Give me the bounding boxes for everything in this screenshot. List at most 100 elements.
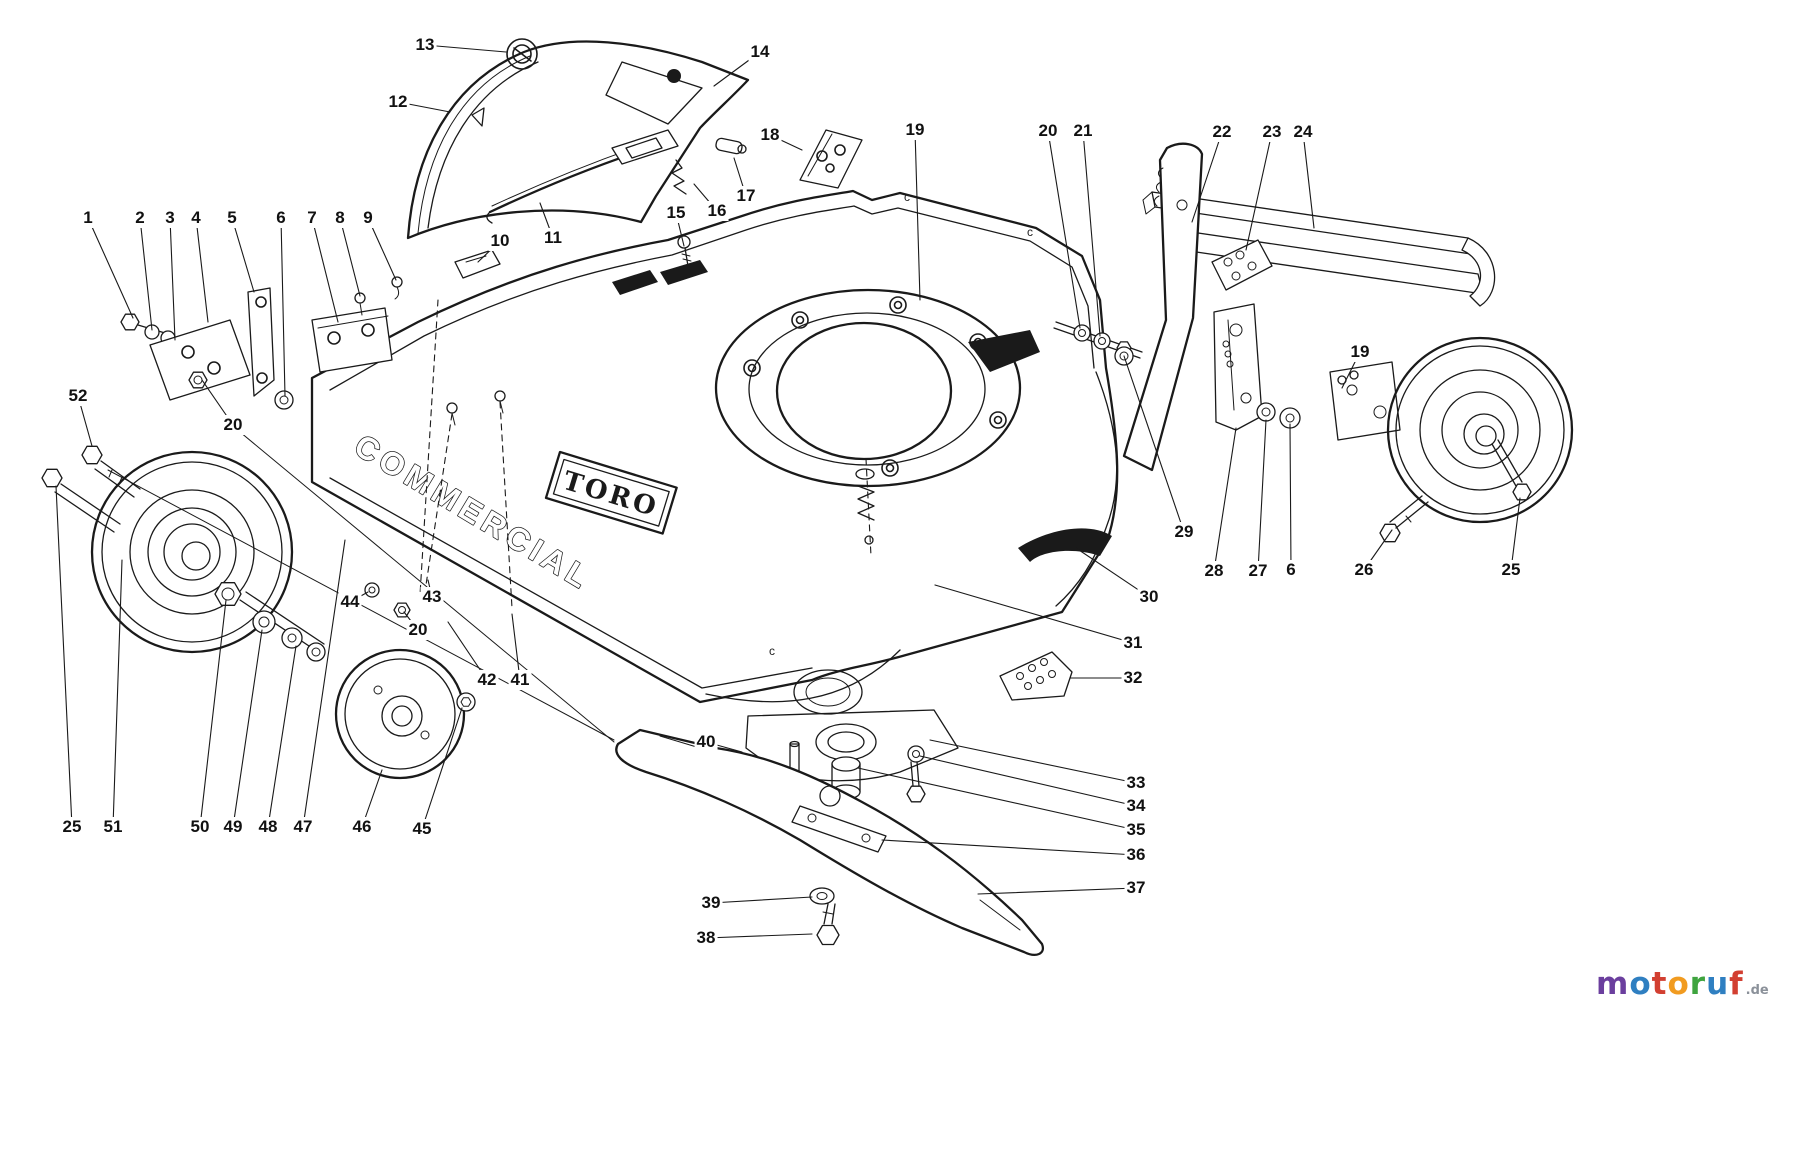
right-wheel-tire [1386,336,1574,524]
leader-line-47 [302,539,346,828]
part-number-4: 4 [189,208,203,228]
logo-letter: u [1706,966,1730,1002]
bracket-7 [311,307,393,373]
leader-line-21 [1082,130,1101,337]
part-number-48: 48 [256,817,280,837]
bracket-28 [1213,303,1263,431]
part-number-50: 50 [188,817,212,837]
part-number-35: 35 [1124,820,1148,840]
plate-19-right [1329,361,1401,441]
part-number-33: 33 [1124,773,1148,793]
part-number-6: 6 [274,208,288,228]
part-number-47: 47 [291,817,315,837]
part-number-16: 16 [705,201,729,221]
leader-line-38 [705,933,813,939]
part-number-12: 12 [386,92,410,112]
part-number-22: 22 [1210,122,1234,142]
part-number-18: 18 [758,125,782,145]
right-wheel-assembly [1386,336,1574,524]
part-number-8: 8 [333,208,347,228]
part-number-34: 34 [1124,796,1148,816]
right-height-adjuster [1053,142,1496,543]
leader-line-51 [112,559,123,828]
blade-assembly [615,528,1112,956]
bearing-49 [252,610,276,634]
logo-letter: m [1596,966,1630,1002]
fuel-cap [506,38,538,70]
part-number-43: 43 [420,587,444,607]
part-number-44: 44 [338,592,362,612]
part-number-27: 27 [1246,561,1270,581]
spacer-6 [274,390,294,410]
leader-line-41 [511,613,521,681]
leader-line-24 [1302,131,1315,229]
leader-line-27 [1257,419,1267,572]
bolt-25-right [1491,439,1532,501]
callout-leader-lines [55,44,1521,939]
part-number-7: 7 [305,208,319,228]
leader-line-3 [169,217,176,341]
part-number-38: 38 [694,928,718,948]
part-number-5: 5 [225,208,239,228]
part-number-15: 15 [664,203,688,223]
bracket-23 [1211,239,1273,291]
leader-line-25 [1510,497,1521,571]
part-number-10: 10 [488,231,512,251]
blade-37 [615,728,1045,956]
part-number-19: 19 [903,120,927,140]
deflector-30 [1018,528,1112,562]
latch-assembly [611,129,747,195]
leader-line-7 [311,217,339,323]
bracket-32 [999,651,1073,701]
mold-mark: c [1027,225,1033,239]
logo-letter: t [1651,966,1668,1002]
screw-33 [906,761,926,803]
part-number-21: 21 [1071,121,1095,141]
leader-line-13 [424,44,507,53]
leader-line-37 [977,887,1137,895]
small-nuts-44-20 [364,582,411,618]
leader-line-48 [267,645,297,828]
mold-mark: c [769,644,775,658]
site-logo[interactable]: motoruf .de [1596,966,1769,1002]
cover-hole [667,69,681,83]
washer-39 [809,887,835,905]
bolt-25-head [41,468,63,488]
part-number-39: 39 [699,893,723,913]
pivot-rod [1053,321,1143,366]
wheel-cover-46 [334,648,466,780]
leader-line-9 [367,217,397,281]
decal-patch [968,330,1040,372]
part-number-32: 32 [1121,668,1145,688]
washer-27 [1256,402,1276,422]
leader-line-22 [1191,131,1223,223]
cover-notch [471,107,485,127]
spring [671,159,687,195]
part-number-13: 13 [413,35,437,55]
arm-5 [247,287,275,397]
leader-line-39 [710,896,813,904]
vent-slot [660,260,708,285]
leader-line-29 [1123,355,1185,533]
bolt-1 [120,313,140,331]
logo-domain-suffix: .de [1745,983,1769,998]
part-number-49: 49 [221,817,245,837]
hub-nut-50 [214,582,242,606]
leader-line-35 [857,767,1137,831]
part-number-41: 41 [508,670,532,690]
logo-wordmark: motoruf [1596,966,1744,1002]
part-number-2: 2 [133,208,147,228]
part-number-23: 23 [1260,122,1284,142]
part-number-52: 52 [66,386,90,406]
part-number-6: 6 [1284,560,1298,580]
part-number-20: 20 [1036,121,1060,141]
leader-line-23 [1245,131,1273,251]
part-number-9: 9 [361,208,375,228]
part-number-37: 37 [1124,878,1148,898]
part-number-31: 31 [1121,633,1145,653]
bolt-26 [1379,495,1429,543]
part-number-46: 46 [350,817,374,837]
leader-line-34 [919,755,1137,807]
leader-line-6 [280,217,286,397]
part-number-40: 40 [694,732,718,752]
